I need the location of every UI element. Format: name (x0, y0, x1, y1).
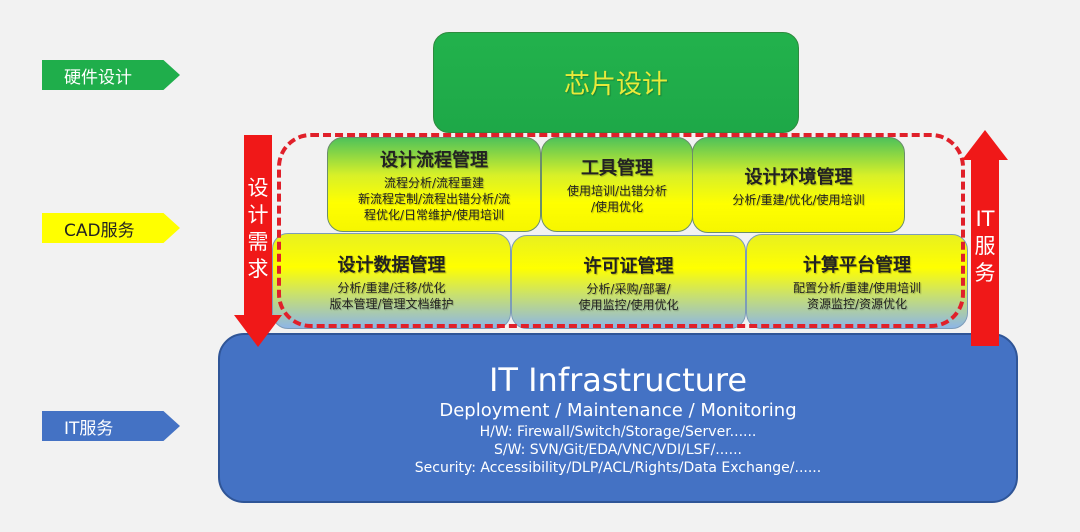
arrow-char: 求 (247, 257, 269, 281)
box-title: 设计环境管理 (744, 166, 853, 188)
arrow-char: 设 (247, 176, 269, 200)
infra-line: Security: Accessibility/DLP/ACL/Rights/D… (414, 460, 822, 476)
box-line: 流程分析/流程重建 (383, 176, 485, 190)
it-service-label: IT服务 (42, 411, 180, 441)
arrow-char: 服 (974, 234, 996, 258)
box-title: 计算平台管理 (803, 255, 911, 276)
box-line: 程优化/日常维护/使用培训 (363, 208, 505, 222)
it-infrastructure-box: IT Infrastructure Deployment / Maintenan… (218, 333, 1018, 503)
arrow-char: 需 (247, 230, 269, 254)
arrow-char: IT (975, 207, 995, 231)
box-line: 分析/重建/迁移/优化 (337, 280, 446, 295)
box-line: 配置分析/重建/使用培训 (792, 281, 922, 295)
box-line: 使用培训/出错分析 (566, 184, 668, 198)
infra-title: IT Infrastructure (488, 361, 748, 399)
infra-line: H/W: Firewall/Switch/Storage/Server.....… (479, 424, 757, 440)
label-text: 硬件设计 (64, 67, 132, 88)
label-text: IT服务 (64, 418, 114, 439)
box-line: 分析/重建/优化/使用培训 (732, 192, 865, 207)
compute-platform-box: 计算平台管理 配置分析/重建/使用培训 资源监控/资源优化 (746, 234, 968, 329)
box-line: 版本管理/管理文档维护 (329, 296, 454, 311)
it-service-up-arrow-icon: IT 服 务 (962, 130, 1008, 346)
label-text: CAD服务 (64, 220, 135, 241)
chip-design-box: 芯片设计 (433, 32, 799, 133)
box-title: 设计数据管理 (337, 254, 446, 276)
box-line: 资源监控/资源优化 (806, 297, 908, 311)
design-demand-down-arrow-icon: 设 计 需 求 (234, 135, 282, 347)
chip-design-title: 芯片设计 (563, 70, 668, 100)
box-line: 使用监控/使用优化 (578, 297, 679, 312)
box-title: 许可证管理 (583, 255, 674, 277)
design-env-box: 设计环境管理 分析/重建/优化/使用培训 (692, 137, 905, 233)
box-title: 设计流程管理 (380, 150, 488, 171)
box-title: 工具管理 (581, 158, 653, 179)
tool-management-box: 工具管理 使用培训/出错分析 /使用优化 (541, 137, 693, 232)
box-line: 分析/采购/部署/ (586, 281, 671, 296)
infra-subtitle: Deployment / Maintenance / Monitoring (439, 400, 797, 421)
license-box: 许可证管理 分析/采购/部署/ 使用监控/使用优化 (511, 235, 746, 329)
box-line: /使用优化 (590, 200, 644, 214)
hardware-design-label: 硬件设计 (42, 60, 180, 90)
design-flow-box: 设计流程管理 流程分析/流程重建 新流程定制/流程出错分析/流 程优化/日常维护… (327, 137, 541, 232)
design-data-box: 设计数据管理 分析/重建/迁移/优化 版本管理/管理文档维护 (272, 233, 511, 329)
box-line: 新流程定制/流程出错分析/流 (357, 192, 511, 206)
infra-line: S/W: SVN/Git/EDA/VNC/VDI/LSF/...... (494, 442, 742, 458)
arrow-char: 计 (247, 203, 269, 227)
arrow-char: 务 (974, 261, 996, 285)
cad-service-label: CAD服务 (42, 213, 180, 243)
